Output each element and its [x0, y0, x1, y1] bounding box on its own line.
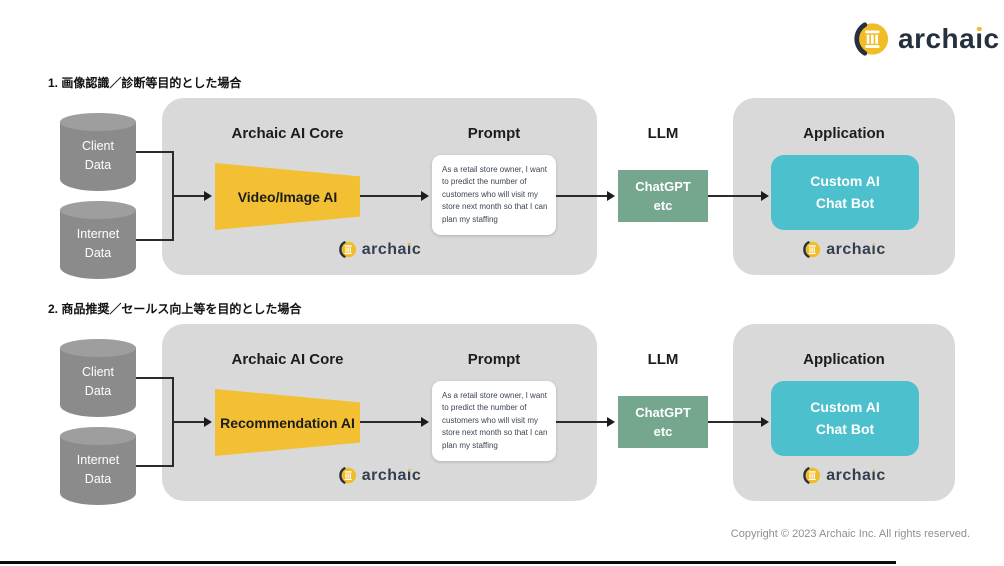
connector-line — [136, 465, 174, 467]
internet-data-cylinder: Internet Data — [60, 427, 136, 505]
archaic-column-icon — [854, 22, 889, 56]
llm-label-line1: ChatGPT — [635, 404, 691, 420]
flow-arrow-line — [172, 421, 204, 423]
bottom-bar — [0, 561, 896, 564]
section-heading: 2. 商品推奨／セールス向上等を目的とした場合 — [48, 302, 302, 316]
flow-arrow-line — [172, 195, 204, 197]
prompt-card: As a retail store owner, I want to predi… — [432, 155, 556, 235]
client-data-cylinder: Client Data — [60, 339, 136, 417]
custom-ai-chatbot-box: Custom AI Chat Bot — [771, 381, 919, 456]
flow-arrow-line — [360, 421, 421, 423]
flow-arrow-line — [556, 421, 607, 423]
archaic-logo: archaıc — [852, 20, 1000, 58]
custom-ai-chatbot-box: Custom AI Chat Bot — [771, 155, 919, 230]
core-ai-label: Recommendation AI — [220, 414, 355, 431]
archaic-logo-small: archaıc — [733, 240, 955, 259]
archaic-logo-small: archaıc — [733, 466, 955, 485]
arrow-head-icon — [761, 191, 769, 201]
core-title: Archaic AI Core — [231, 125, 344, 142]
llm-label-line2: etc — [653, 424, 673, 439]
app-label-line2: Chat Bot — [815, 194, 875, 211]
archaic-column-icon — [803, 241, 821, 258]
arrow-head-icon — [204, 191, 212, 201]
flow-arrow-line — [360, 195, 421, 197]
cylinder-label: Internet Data — [76, 452, 120, 486]
llm-box: ChatGPT etc — [618, 170, 708, 222]
arrow-head-icon — [204, 417, 212, 427]
app-label-line1: Custom AI — [810, 172, 880, 189]
llm-box: ChatGPT etc — [618, 396, 708, 448]
flow-arrow-line — [708, 195, 761, 197]
prompt-title: Prompt — [467, 351, 521, 368]
llm-label-line2: etc — [653, 198, 673, 213]
flow-arrow-line — [708, 421, 761, 423]
cylinder-label: Internet Data — [76, 226, 120, 260]
cylinder-body — [60, 210, 136, 279]
connector-line — [136, 239, 174, 241]
cylinder-label: Client Data — [82, 364, 114, 398]
app-label-line2: Chat Bot — [815, 420, 875, 437]
prompt-text: As a retail store owner, I want to predi… — [442, 391, 548, 450]
cylinder-label: Client Data — [82, 138, 114, 172]
archaic-column-icon — [338, 241, 356, 258]
cylinder-body — [60, 436, 136, 505]
prompt-text: As a retail store owner, I want to predi… — [442, 165, 548, 224]
internet-data-cylinder: Internet Data — [60, 201, 136, 279]
archaic-logo-small: archaıc — [162, 466, 597, 485]
arrow-head-icon — [421, 191, 429, 201]
application-title: Application — [803, 125, 885, 142]
application-title: Application — [803, 351, 885, 368]
cylinder-top — [60, 201, 136, 219]
copyright-text: Copyright © 2023 Archaic Inc. All rights… — [730, 528, 970, 540]
section-heading: 1. 画像認識／診断等目的とした場合 — [48, 76, 242, 90]
prompt-title: Prompt — [467, 125, 521, 142]
core-ai-label: Video/Image AI — [237, 188, 338, 205]
cylinder-top — [60, 427, 136, 445]
flow-arrow-line — [556, 195, 607, 197]
app-label-line1: Custom AI — [810, 398, 880, 415]
archaic-logo-small: archaıc — [162, 240, 597, 259]
archaic-column-icon — [803, 467, 821, 484]
prompt-card: As a retail store owner, I want to predi… — [432, 381, 556, 461]
llm-label-line1: ChatGPT — [635, 178, 691, 194]
arrow-head-icon — [761, 417, 769, 427]
llm-title: LLM — [647, 351, 679, 368]
cylinder-body — [60, 348, 136, 417]
cylinder-top — [60, 339, 136, 357]
archaic-logo-text: archaıc — [898, 23, 1000, 54]
llm-title: LLM — [647, 125, 679, 142]
arrow-head-icon — [607, 191, 615, 201]
arrow-head-icon — [421, 417, 429, 427]
core-title: Archaic AI Core — [231, 351, 344, 368]
core-ai-trapezoid: Video/Image AI — [215, 163, 360, 230]
connector-line — [136, 151, 174, 153]
arrow-head-icon — [607, 417, 615, 427]
archaic-column-icon — [338, 467, 356, 484]
section-image-recognition: 1. 画像認識／診断等目的とした場合 Client Data Internet … — [0, 70, 1004, 302]
cylinder-body — [60, 122, 136, 191]
connector-line — [136, 377, 174, 379]
client-data-cylinder: Client Data — [60, 113, 136, 191]
section-recommendation: 2. 商品推奨／セールス向上等を目的とした場合 Client Data Inte… — [0, 296, 1004, 528]
cylinder-top — [60, 113, 136, 131]
